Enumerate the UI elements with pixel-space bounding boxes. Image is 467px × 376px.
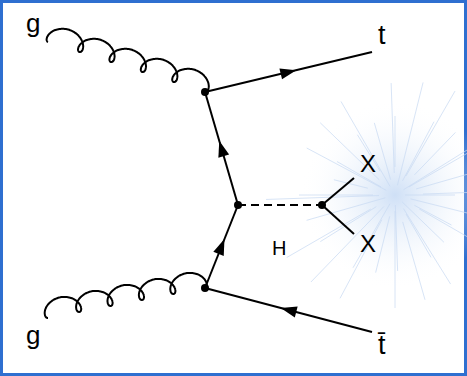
fermion-arrow <box>218 141 229 158</box>
fermion-arrow <box>279 68 296 79</box>
burst-ray <box>411 199 467 219</box>
burst-ray <box>395 116 396 167</box>
burst-ray <box>391 83 394 173</box>
burst-ray <box>395 211 396 308</box>
background-burst <box>266 82 467 308</box>
particle-label: X <box>360 232 376 256</box>
burst-ray <box>287 209 371 258</box>
vertex-dot <box>201 284 209 292</box>
burst-ray <box>419 209 467 246</box>
burst-ray <box>403 122 434 181</box>
higgs-line <box>238 204 322 206</box>
burst-ray <box>405 195 455 196</box>
particle-lines <box>45 29 372 332</box>
burst-ray <box>414 205 451 225</box>
burst-ray <box>311 207 384 283</box>
burst-ray <box>266 196 379 200</box>
top-propagator <box>205 92 238 205</box>
decay-line <box>322 205 354 234</box>
gluon-label: g <box>26 10 40 36</box>
decay-line <box>322 178 354 205</box>
burst-ray <box>320 123 379 180</box>
burst-ray <box>299 195 373 196</box>
quark-label: t̄ <box>378 332 386 359</box>
fermion-arrow <box>281 307 298 318</box>
burst-ray <box>406 91 455 176</box>
gluon-line <box>47 29 209 92</box>
vertex-dot <box>201 88 209 96</box>
burst-ray <box>409 150 467 188</box>
particle-label: X <box>360 152 376 176</box>
top-quark-line <box>205 52 372 92</box>
burst-ray <box>307 198 386 221</box>
burst-ray <box>423 192 467 194</box>
burst-ray <box>353 204 390 268</box>
burst-ray <box>403 222 425 300</box>
gluon-line <box>45 273 207 318</box>
burst-ray <box>374 123 390 180</box>
vertex-dot <box>318 201 326 209</box>
burst-ray <box>402 202 444 242</box>
top-propagator <box>205 205 238 288</box>
burst-ray <box>340 220 382 299</box>
burst-ray <box>403 129 467 189</box>
burst-ray <box>406 214 431 257</box>
gluon-label: g <box>26 322 40 348</box>
vertex-dot <box>234 201 242 209</box>
burst-ray <box>414 132 455 174</box>
burst-ray <box>403 209 450 284</box>
burst-ray <box>395 205 397 271</box>
fermion-arrow <box>213 239 224 256</box>
burst-ray <box>341 101 390 186</box>
quark-label: t <box>378 22 386 49</box>
burst-ray <box>416 160 467 189</box>
higgs-label: H <box>272 238 286 258</box>
antitop-line <box>205 288 372 332</box>
